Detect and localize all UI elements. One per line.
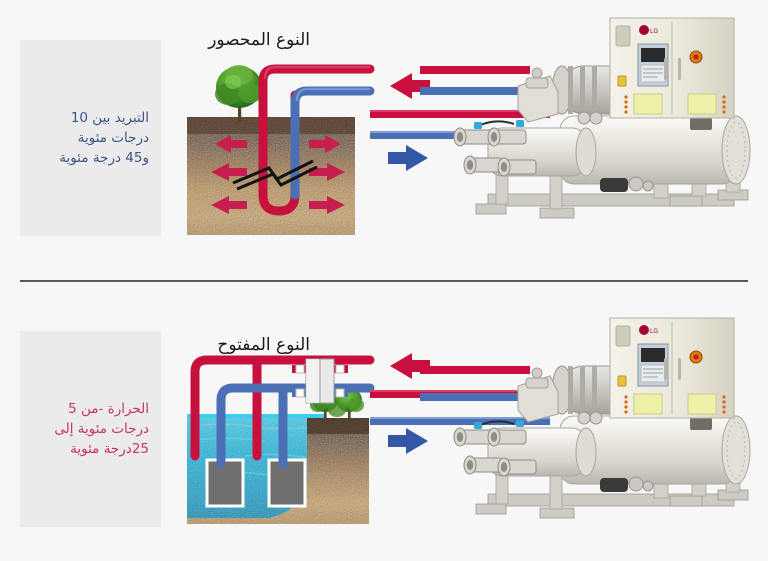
arrow-left-red-icon <box>390 353 430 379</box>
tree-icon <box>215 65 262 122</box>
chiller-fittings <box>474 111 654 192</box>
chiller-water-nozzles <box>453 127 537 177</box>
chiller-inlet-pipes <box>420 366 530 401</box>
chiller-fittings <box>474 411 654 492</box>
info-box-closed-loop: التبريد بين 10 درجات مئوية و45 درجة مئوي… <box>20 40 161 236</box>
control-cabinet: LG <box>609 317 735 419</box>
open-loop-cold-pipe <box>216 383 375 469</box>
svg-text:LG: LG <box>650 328 658 335</box>
arrow-left-red-icon <box>390 73 430 99</box>
svg-text:LG: LG <box>650 28 658 35</box>
arrow-right-blue-icon <box>388 145 428 171</box>
condenser-vessel <box>559 415 751 485</box>
borehole-cold-pipe <box>290 86 375 200</box>
section-closed-loop: التبريد بين 10 درجات مئوية و45 درجة مئوي… <box>0 0 768 270</box>
lg-logo: LG <box>639 25 658 35</box>
illustration-ground-loop <box>185 55 375 240</box>
lg-logo: LG <box>639 325 658 335</box>
condenser-vessel <box>559 115 751 185</box>
borehole-hot-pipe <box>258 64 375 216</box>
illustration-open-water-loop <box>185 348 375 533</box>
arrow-right-blue-icon <box>388 428 428 454</box>
open-loop-hot-pipe <box>190 355 375 461</box>
info-text-closed-loop: التبريد بين 10 درجات مئوية و45 درجة مئوي… <box>59 109 149 167</box>
section-divider <box>20 280 748 282</box>
info-box-open-loop: الحرارة -من 5 درجات مئوية إلى 25درجة مئو… <box>20 331 161 527</box>
heading-closed-loop: النوع المحصور <box>208 30 310 50</box>
info-text-open-loop: الحرارة -من 5 درجات مئوية إلى 25درجة مئو… <box>54 400 149 458</box>
suction-housing <box>517 367 559 423</box>
heading-open-loop: النوع المفتوح <box>217 335 310 355</box>
earth-bank <box>187 418 369 524</box>
chiller-base-frame <box>475 489 749 519</box>
suction-housing <box>517 67 559 123</box>
section-open-loop: الحرارة -من 5 درجات مئوية إلى 25درجة مئو… <box>0 291 768 561</box>
chiller-unit-closed-loop: LG <box>420 17 768 250</box>
control-cabinet: LG <box>609 17 735 119</box>
chiller-inlet-pipes <box>420 66 530 95</box>
chiller-base-frame <box>475 189 749 219</box>
heat-exchanger-box <box>292 357 348 413</box>
lightning-bolt <box>232 159 318 191</box>
chiller-water-nozzles <box>453 427 537 477</box>
chiller-unit-open-loop: LG <box>420 317 768 550</box>
heat-transfer-arrows <box>211 135 345 214</box>
